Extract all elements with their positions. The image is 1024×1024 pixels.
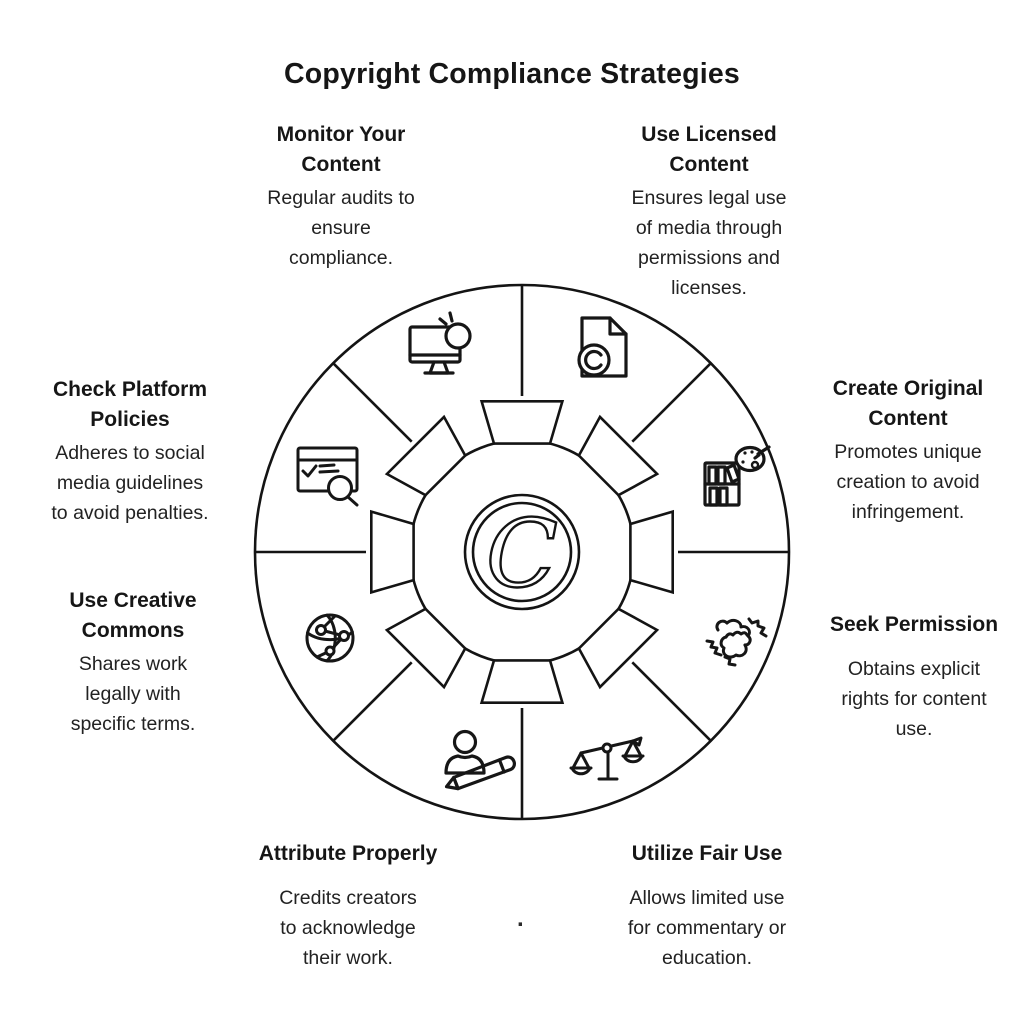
strategy-description: Adheres to social media guidelines to av… bbox=[51, 442, 209, 524]
hub-tabs bbox=[370, 400, 674, 704]
hub-tab bbox=[577, 414, 660, 497]
page-title: Copyright Compliance Strategies bbox=[284, 58, 740, 90]
strategy-label: Use Creative Commons bbox=[69, 589, 197, 642]
globe-network-icon bbox=[305, 613, 355, 663]
hub-tab bbox=[629, 509, 674, 595]
segment-icons bbox=[296, 311, 771, 791]
pencil-icon bbox=[444, 755, 516, 791]
strategy-label: Monitor Your Content bbox=[276, 123, 406, 176]
strategy-label: Create Original Content bbox=[832, 377, 984, 430]
hub-tab bbox=[479, 400, 565, 445]
strategy-callout-use-licensed-content: Use Licensed Content Ensures legal use o… bbox=[594, 120, 824, 303]
strategy-callout-attribute-properly: Attribute Properly Credits creators to a… bbox=[233, 839, 463, 973]
strategy-label: Check Platform Policies bbox=[52, 378, 208, 431]
strategy-callout-create-original-content: Create Original Content Promotes unique … bbox=[793, 374, 1023, 527]
strategy-description: Regular audits to ensure compliance. bbox=[267, 187, 415, 269]
strategy-description: Allows limited use for commentary or edu… bbox=[627, 887, 787, 969]
strategy-callout-monitor-your-content: Monitor Your Content Regular audits to e… bbox=[226, 120, 456, 273]
browser-check-search-icon bbox=[296, 446, 359, 507]
bookshelf-palette-icon bbox=[703, 445, 771, 507]
strategy-description: Ensures legal use of media through permi… bbox=[631, 187, 787, 299]
strategy-label: Use Licensed Content bbox=[641, 123, 777, 176]
sector-divider bbox=[332, 661, 413, 742]
hub-tab bbox=[384, 414, 467, 497]
strategy-description: Shares work legally with specific terms. bbox=[70, 653, 196, 735]
strategy-label: Seek Permission bbox=[829, 613, 999, 636]
center-badge-outer bbox=[463, 493, 581, 611]
handshake-icon bbox=[705, 617, 768, 667]
sector-divider bbox=[631, 362, 712, 443]
strategy-callout-use-creative-commons: Use Creative Commons Shares work legally… bbox=[18, 586, 248, 739]
strategy-description: Credits creators to acknowledge their wo… bbox=[279, 887, 417, 969]
strategy-callout-check-platform-policies: Check Platform Policies Adheres to socia… bbox=[15, 375, 245, 528]
copyright-document-icon bbox=[577, 316, 628, 378]
strategy-label: Attribute Properly bbox=[258, 842, 438, 865]
strategy-callout-seek-permission: Seek Permission Obtains explicit rights … bbox=[804, 610, 1024, 744]
wheel-frame bbox=[253, 283, 791, 821]
hub-tab bbox=[384, 607, 467, 690]
person-pencil-icon bbox=[444, 729, 516, 791]
hub-tab bbox=[577, 607, 660, 690]
sector-divider bbox=[332, 362, 413, 443]
hub-tab bbox=[479, 659, 565, 704]
strategy-description: Obtains explicit rights for content use. bbox=[841, 658, 987, 740]
center-badge-inner bbox=[471, 501, 573, 603]
strategy-description: Promotes unique creation to avoid infrin… bbox=[834, 441, 982, 523]
strategy-callout-utilize-fair-use: Utilize Fair Use Allows limited use for … bbox=[592, 839, 822, 973]
sector-dividers bbox=[255, 285, 789, 819]
sector-divider bbox=[631, 661, 712, 742]
monitor-alert-icon bbox=[408, 311, 472, 375]
center-monogram: C bbox=[486, 500, 558, 609]
hub-tab bbox=[370, 509, 415, 595]
justice-scales-icon bbox=[569, 736, 645, 781]
stray-dot: . bbox=[517, 905, 524, 932]
strategy-label: Utilize Fair Use bbox=[631, 842, 783, 865]
